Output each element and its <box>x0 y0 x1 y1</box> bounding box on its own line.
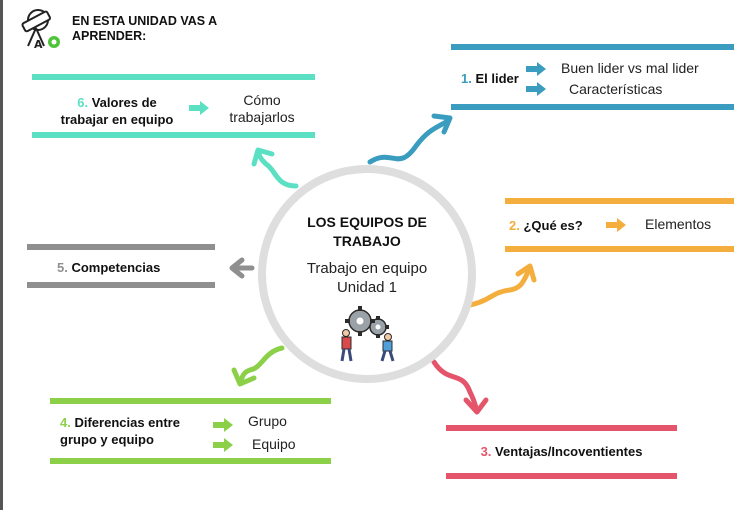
center-title-line-1: LOS EQUIPOS DE <box>307 214 427 230</box>
topic-4-bar-bottom <box>50 458 331 464</box>
left-border <box>0 0 3 510</box>
arrow-to-topic-6-head <box>251 147 275 167</box>
topic-3-number: 3. <box>480 444 492 459</box>
arrow-to-topic-6 <box>256 151 299 189</box>
topic-4-arrow-icon-1 <box>212 418 234 437</box>
center-title-line-2: TRABAJO <box>333 233 401 249</box>
topic-5-box: 5. Competencias <box>27 244 215 288</box>
topic-1-arrow-icon-2 <box>525 82 547 101</box>
topic-2-box: 2. ¿Qué es? Elementos <box>505 198 734 252</box>
telescope-icon: A <box>14 6 64 52</box>
header-title: EN ESTA UNIDAD VAS A APRENDER: <box>72 14 272 44</box>
topic-1-item-1: Buen lider vs mal lider <box>561 60 699 76</box>
topic-6-arrow-icon <box>188 101 210 120</box>
topic-2-item-1: Elementos <box>645 216 712 232</box>
header-line-1: EN ESTA UNIDAD VAS A <box>72 14 218 28</box>
topic-2-number: 2. <box>509 218 520 233</box>
arrow-to-topic-4 <box>238 345 285 385</box>
center-subtitle-line-2: Unidad 1 <box>336 279 398 296</box>
topic-3-bar-top <box>446 425 677 431</box>
topic-1-arrow-icon-1 <box>525 62 547 81</box>
topic-6-label-line-2: trabajar en equipo <box>60 112 174 127</box>
topic-6-item-1: Cómo <box>243 92 281 108</box>
center-title: LOS EQUIPOS DE TRABAJO <box>266 213 468 251</box>
teamwork-gears-icon <box>336 303 400 368</box>
topic-5-label: Competencias <box>71 260 161 275</box>
topic-4-label-line-2: grupo y equipo <box>60 432 154 447</box>
center-circle: LOS EQUIPOS DE TRABAJO Trabajo en equipo… <box>258 165 476 383</box>
topic-4-arrow-icon-2 <box>212 438 234 457</box>
topic-6-label-line-1: Valores de <box>91 95 157 110</box>
topic-1-item-2: Características <box>569 81 663 97</box>
topic-5-bar-top <box>27 244 215 250</box>
topic-6-bar-top <box>32 74 315 80</box>
topic-4-title: 4. Diferencias entre grupo y equipo <box>60 414 180 448</box>
topic-1-number: 1. <box>461 71 472 86</box>
topic-4-item-1: Grupo <box>248 413 287 429</box>
topic-4-bar-top <box>50 398 331 404</box>
topic-2-bar-bottom <box>505 246 734 252</box>
topic-5-number: 5. <box>57 260 68 275</box>
topic-1-bar-top <box>451 44 734 50</box>
arrow-to-topic-2 <box>467 269 531 308</box>
header-line-2: APRENDER: <box>72 29 147 43</box>
arrow-to-topic-1-head <box>431 113 453 135</box>
arrow-to-topic-4-head <box>231 367 257 387</box>
topic-6-item-2: trabajarlos <box>229 109 295 125</box>
topic-4-label-line-1: Diferencias entre <box>74 415 180 430</box>
topic-1-label: El lider <box>475 71 519 86</box>
arrow-to-topic-1 <box>367 119 449 165</box>
center-subtitle-line-1: Trabajo en equipo <box>306 260 428 277</box>
topic-4-number: 4. <box>60 415 71 430</box>
topic-2-bar-top <box>505 198 734 204</box>
topic-3-box: 3. Ventajas/Incoventientes <box>446 425 677 479</box>
topic-2-title: 2. ¿Qué es? <box>509 217 583 234</box>
topic-5-title: 5. Competencias <box>57 259 160 276</box>
center-subtitle: Trabajo en equipo Unidad 1 <box>266 259 468 297</box>
topic-3-label: Ventajas/Incoventientes <box>495 444 643 459</box>
arrow-to-topic-2-head <box>515 263 537 283</box>
topic-1-box: 1. El lider Buen lider vs mal lider Cara… <box>451 44 734 110</box>
svg-text:A: A <box>34 38 43 51</box>
topic-6-bar-bottom <box>32 132 315 138</box>
topic-4-box: 4. Diferencias entre grupo y equipo Grup… <box>50 398 331 464</box>
arrow-to-topic-5-head <box>229 257 245 279</box>
topic-3-bar-bottom <box>446 473 677 479</box>
topic-2-label: ¿Qué es? <box>523 218 583 233</box>
topic-1-title: 1. El lider <box>461 70 519 87</box>
arrow-to-topic-3-head <box>463 397 489 415</box>
arrow-to-topic-3 <box>431 359 479 411</box>
topic-6-title: 6. Valores de trabajar en equipo <box>42 94 192 128</box>
topic-6-box: 6. Valores de trabajar en equipo Cómo tr… <box>32 74 315 138</box>
topic-3-title: 3. Ventajas/Incoventientes <box>446 443 677 460</box>
topic-2-arrow-icon <box>605 218 627 237</box>
topic-1-bar-bottom <box>451 104 734 110</box>
topic-5-bar-bottom <box>27 282 215 288</box>
topic-4-item-2: Equipo <box>252 436 296 452</box>
topic-6-number: 6. <box>77 95 89 110</box>
